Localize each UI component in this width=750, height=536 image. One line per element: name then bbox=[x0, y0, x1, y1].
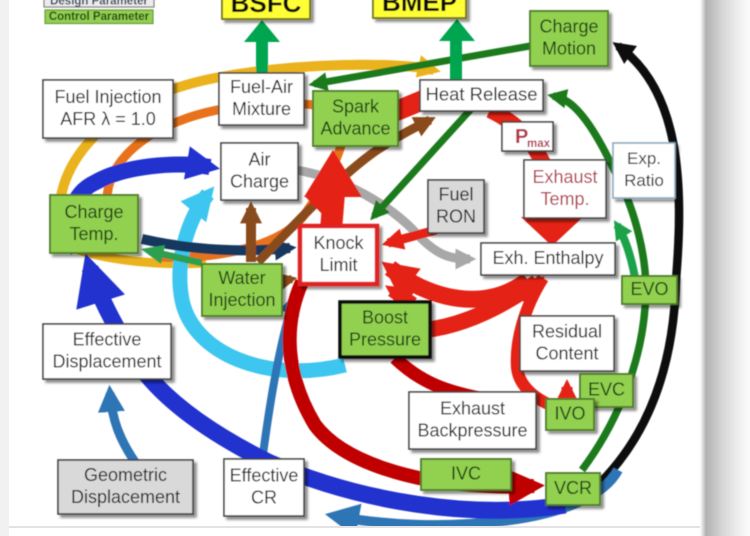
svg-text:Advance: Advance bbox=[320, 118, 390, 138]
svg-text:Geometric: Geometric bbox=[84, 465, 167, 485]
svg-text:Boost: Boost bbox=[362, 307, 408, 327]
svg-text:Limit: Limit bbox=[319, 255, 357, 275]
svg-text:Temp.: Temp. bbox=[540, 189, 589, 209]
svg-text:Charge: Charge bbox=[230, 171, 289, 191]
svg-text:AFR λ = 1.0: AFR λ = 1.0 bbox=[60, 109, 156, 129]
svg-text:Backpressure: Backpressure bbox=[417, 420, 527, 440]
svg-text:Control Parameter: Control Parameter bbox=[49, 11, 150, 23]
svg-text:EVO: EVO bbox=[630, 279, 668, 299]
svg-text:Motion: Motion bbox=[542, 38, 596, 58]
svg-text:Air: Air bbox=[249, 149, 271, 169]
svg-text:Mixture: Mixture bbox=[232, 99, 291, 119]
svg-text:Fuel Injection: Fuel Injection bbox=[54, 87, 161, 107]
svg-text:Pressure: Pressure bbox=[349, 329, 421, 349]
svg-text:IVO: IVO bbox=[554, 403, 585, 423]
svg-text:BMEP: BMEP bbox=[382, 0, 457, 17]
svg-text:Exhaust: Exhaust bbox=[440, 398, 505, 418]
svg-text:Effective: Effective bbox=[73, 329, 142, 349]
svg-text:Content: Content bbox=[535, 343, 598, 363]
svg-text:Displacement: Displacement bbox=[52, 351, 161, 371]
svg-text:Temp.: Temp. bbox=[69, 224, 118, 244]
svg-text:EVC: EVC bbox=[588, 379, 625, 399]
svg-text:Water: Water bbox=[218, 268, 265, 288]
svg-text:Ratio: Ratio bbox=[624, 171, 664, 190]
svg-text:Fuel-Air: Fuel-Air bbox=[230, 77, 293, 97]
svg-text:IVC: IVC bbox=[451, 463, 481, 483]
svg-text:Injection: Injection bbox=[208, 290, 275, 310]
svg-text:Exhaust: Exhaust bbox=[532, 167, 597, 187]
svg-text:Exp.: Exp. bbox=[627, 149, 661, 168]
svg-text:Spark: Spark bbox=[332, 96, 380, 116]
svg-text:CR: CR bbox=[251, 487, 277, 507]
svg-text:Residual: Residual bbox=[532, 321, 602, 341]
svg-text:RON: RON bbox=[436, 206, 476, 226]
svg-text:Heat Release: Heat Release bbox=[425, 83, 537, 104]
svg-text:Charge: Charge bbox=[539, 16, 598, 36]
svg-text:P: P bbox=[515, 126, 528, 148]
svg-text:max: max bbox=[527, 138, 551, 150]
svg-text:Knock: Knock bbox=[313, 233, 364, 253]
svg-text:Displacement: Displacement bbox=[71, 487, 180, 507]
svg-text:Charge: Charge bbox=[64, 202, 123, 222]
svg-text:Fuel: Fuel bbox=[438, 184, 473, 204]
svg-text:BSFC: BSFC bbox=[231, 0, 302, 18]
svg-text:VCR: VCR bbox=[554, 478, 592, 498]
svg-text:Effective: Effective bbox=[230, 465, 299, 485]
svg-text:Design Parameter: Design Parameter bbox=[50, 0, 148, 8]
svg-text:Exh. Enthalpy: Exh. Enthalpy bbox=[492, 248, 603, 268]
